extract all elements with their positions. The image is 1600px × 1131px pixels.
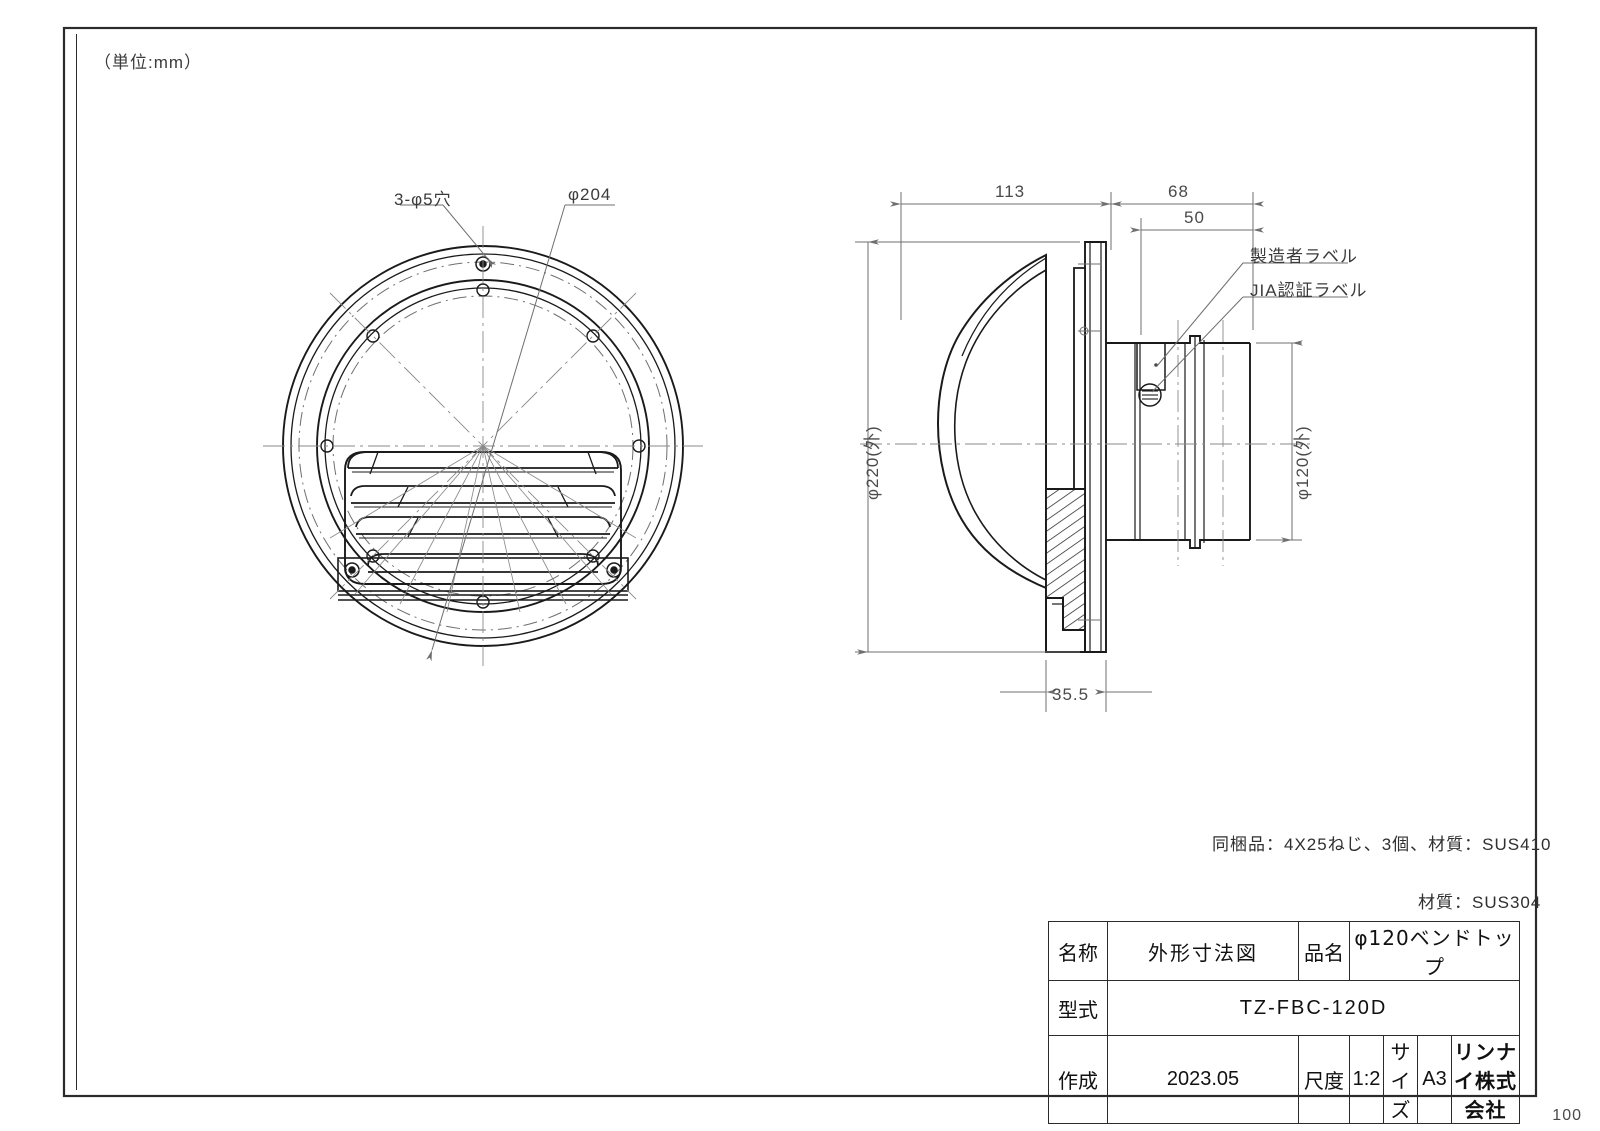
label-stamps xyxy=(1138,363,1162,407)
title-created-value: 2023.05 xyxy=(1107,1035,1299,1124)
dim-label-35-5: 35.5 xyxy=(1052,685,1090,704)
dim-68 xyxy=(1100,192,1264,330)
dim-label-113: 113 xyxy=(995,182,1026,201)
hood-inner-curve xyxy=(954,269,1061,587)
sheet-border xyxy=(62,26,1538,1098)
dim-35-5 xyxy=(1000,660,1152,712)
front-view xyxy=(263,204,703,666)
dim-phi220 xyxy=(855,239,1080,655)
callout-holes: 3-φ5穴 xyxy=(394,190,452,209)
title-size-header: サイズ xyxy=(1383,1035,1418,1124)
center-lines xyxy=(263,226,703,666)
side-section-view xyxy=(855,192,1348,712)
page-number: 100 xyxy=(1552,1107,1582,1124)
title-block: 名称 外形寸法図 品名 φ120ベンドトップ 型式 TZ-FBC-120D 作成… xyxy=(1048,921,1520,1124)
dim-label-68: 68 xyxy=(1168,182,1189,201)
title-name-value: 外形寸法図 xyxy=(1107,921,1299,981)
title-product-header: 品名 xyxy=(1298,921,1350,981)
jia-label-text: JIA認証ラベル xyxy=(1250,281,1368,300)
dim-label-50: 50 xyxy=(1184,208,1205,227)
company-name: リンナイ株式会社 xyxy=(1451,1035,1520,1124)
unit-note: （単位:mm） xyxy=(94,53,203,72)
title-scale-header: 尺度 xyxy=(1298,1035,1350,1124)
material-note: 材質：SUS304 xyxy=(1418,893,1542,912)
leader-diameter xyxy=(426,204,615,662)
leader-manufacturer-label xyxy=(1156,262,1348,367)
title-created-header: 作成 xyxy=(1048,1035,1108,1124)
dim-label-phi120: φ120(外) xyxy=(1293,425,1312,500)
title-size-value: A3 xyxy=(1417,1035,1452,1124)
manufacturer-label-text: 製造者ラベル xyxy=(1250,247,1358,266)
leader-holes xyxy=(400,204,497,269)
title-scale-value: 1:2 xyxy=(1349,1035,1384,1124)
title-model-value: TZ-FBC-120D xyxy=(1107,980,1520,1036)
spigot xyxy=(1106,335,1251,549)
callout-outer-ring-diameter: φ204 xyxy=(568,185,612,204)
dim-label-phi220: φ220(外) xyxy=(863,425,882,500)
title-product-value: φ120ベンドトップ xyxy=(1349,921,1520,981)
flange-plate xyxy=(1084,241,1107,653)
dim-phi120 xyxy=(1256,340,1303,543)
dim-50 xyxy=(1130,218,1264,335)
construction-rays xyxy=(329,445,637,613)
title-model-header: 型式 xyxy=(1048,980,1108,1036)
title-name-header: 名称 xyxy=(1048,921,1108,981)
leader-jia-label xyxy=(1151,296,1348,393)
jia-label-stamp xyxy=(1138,383,1162,407)
accessory-note: 同梱品：4X25ねじ、3個、材質：SUS410 xyxy=(1212,835,1552,854)
